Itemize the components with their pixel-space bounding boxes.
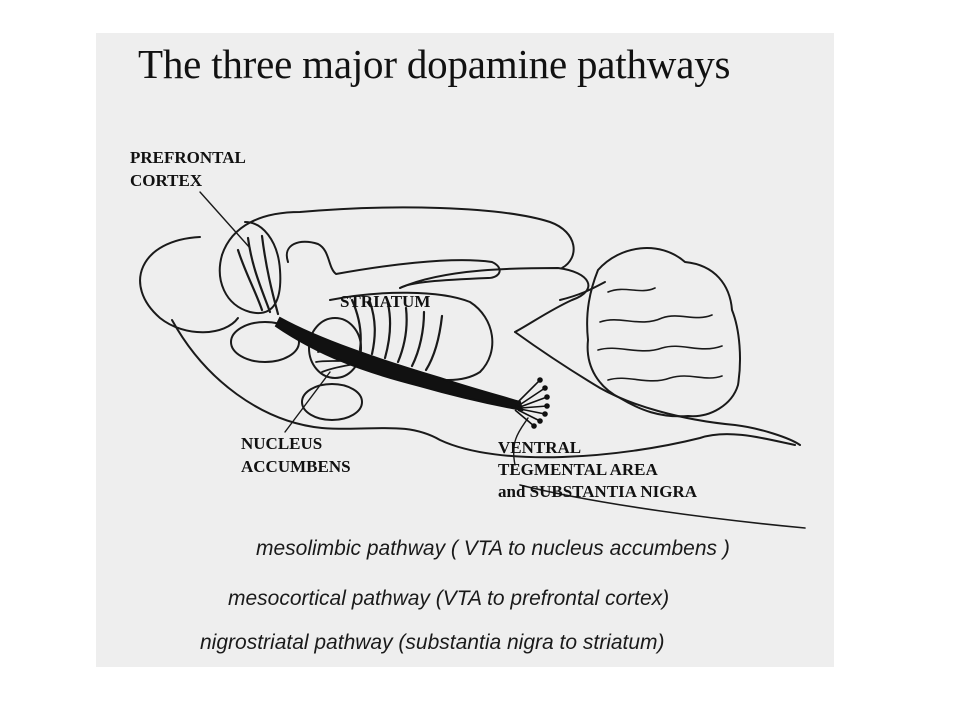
caption-nigrostriatal: nigrostriatal pathway (substantia nigra … <box>200 631 665 654</box>
nucleus-accumbens-label: NUCLEUS ACCUMBENS <box>241 434 351 476</box>
accumbens-leader-line <box>284 371 331 433</box>
brainstem-outline <box>514 331 801 446</box>
olfactory-bulb-outline <box>139 236 239 334</box>
cortex-outline <box>221 206 575 269</box>
vta-label-line-1: VENTRAL <box>498 438 581 457</box>
mesocortical-fibers <box>236 234 280 316</box>
brainstem-upper-outline <box>559 281 606 301</box>
prefrontal-cortex-outline <box>218 221 282 315</box>
accumbens-label-line-1: NUCLEUS <box>241 434 322 453</box>
brain-outline <box>171 319 796 459</box>
vta-terminal-fan <box>514 377 550 429</box>
striatum-label: STRIATUM <box>340 292 430 311</box>
vta-label-line-3: and SUBSTANTIA NIGRA <box>498 482 698 501</box>
prefrontal-cortex-label: PREFRONTAL CORTEX <box>130 148 249 190</box>
hypothalamus-oval-outline <box>301 383 363 421</box>
nigrostriatal-fibers <box>350 298 444 372</box>
cerebellum-folia <box>597 287 723 382</box>
figure-title: The three major dopamine pathways <box>138 41 731 87</box>
vta-tail-line <box>519 484 806 529</box>
vta-leader-line <box>513 417 529 466</box>
caption-mesocortical: mesocortical pathway (VTA to prefrontal … <box>228 587 670 610</box>
vta-label-line-2: TEGMENTAL AREA <box>498 460 659 479</box>
prefrontal-leader-line <box>199 191 251 249</box>
prefrontal-label-line-1: PREFRONTAL <box>130 148 246 167</box>
hippocampus-outline <box>399 267 590 333</box>
corpus-callosum-outline <box>285 240 501 289</box>
vta-label: VENTRAL TEGMENTAL AREA and SUBSTANTIA NI… <box>498 438 698 501</box>
anterior-oval-outline <box>230 321 300 363</box>
accumbens-label-line-2: ACCUMBENS <box>241 457 351 476</box>
prefrontal-label-line-2: CORTEX <box>130 171 203 190</box>
cerebellum-outline <box>586 247 741 418</box>
caption-mesolimbic: mesolimbic pathway ( VTA to nucleus accu… <box>256 537 730 560</box>
scanned-figure-background <box>96 33 834 667</box>
